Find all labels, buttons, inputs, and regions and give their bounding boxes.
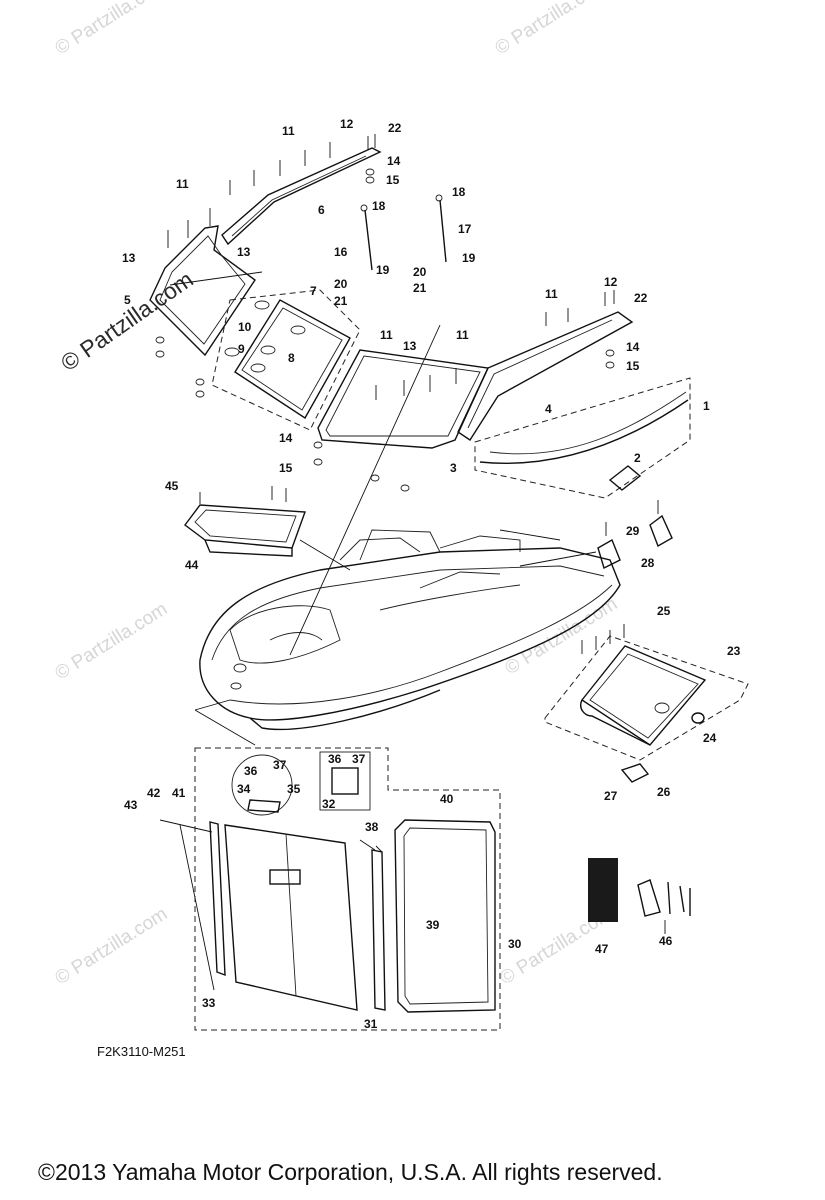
callout-28: 28: [641, 556, 655, 570]
callout-24: 24: [703, 731, 717, 745]
callout-numbers: 1 2 3 4 5 6 7 8 9 10 11 11 11 11 11 12 1…: [122, 117, 741, 1031]
callout-42: 42: [147, 786, 161, 800]
copyright-notice: ©2013 Yamaha Motor Corporation, U.S.A. A…: [38, 1159, 663, 1185]
watermark-text: © Partzilla.com: [52, 904, 172, 990]
callout-2: 2: [634, 451, 641, 465]
callout-20: 20: [334, 277, 348, 291]
callout-11: 11: [282, 124, 295, 138]
callout-11: 11: [380, 328, 393, 342]
callout-44: 44: [185, 558, 199, 572]
part-3-front-frame: [317, 349, 490, 449]
fasteners: [155, 134, 615, 492]
callout-33: 33: [202, 996, 216, 1010]
callout-17: 17: [458, 222, 472, 236]
part-44-storage-box: [184, 486, 306, 557]
watermark-text: © Partzilla.com: [52, 599, 172, 685]
callout-41: 41: [172, 786, 186, 800]
callout-34: 34: [237, 782, 251, 796]
callout-38: 38: [365, 820, 379, 834]
callout-3: 3: [450, 461, 457, 475]
callout-5: 5: [124, 293, 131, 307]
callout-14: 14: [279, 431, 293, 445]
part-1-trim: [474, 377, 691, 499]
callout-14: 14: [387, 154, 401, 168]
callout-11: 11: [545, 287, 558, 301]
diagram-code: F2K3110-M251: [97, 1044, 186, 1059]
callout-11: 11: [456, 328, 469, 342]
boat-hull: [199, 529, 621, 731]
callout-43: 43: [124, 798, 138, 812]
callout-29: 29: [626, 524, 640, 538]
part-5-left-frame: [149, 225, 256, 357]
callout-19: 19: [376, 263, 390, 277]
callout-22: 22: [388, 121, 402, 135]
part-6-upper-frame: [221, 147, 382, 246]
callout-37: 37: [273, 758, 287, 772]
callout-18: 18: [452, 185, 466, 199]
part-28-bracket: [597, 500, 673, 569]
part-23-seat-cushion: [544, 624, 749, 783]
callout-47: 47: [595, 942, 609, 956]
callout-4: 4: [545, 402, 552, 416]
callout-12: 12: [340, 117, 354, 131]
leader-lines: [169, 271, 597, 746]
part-4-right-frame: [457, 311, 634, 441]
callout-23: 23: [727, 644, 741, 658]
callout-10: 10: [238, 320, 252, 334]
callout-37: 37: [352, 752, 366, 766]
callout-18: 18: [372, 199, 386, 213]
callout-16: 16: [334, 245, 348, 259]
callout-39: 39: [426, 918, 440, 932]
watermark-text: © Partzilla.com: [502, 594, 622, 680]
callout-36: 36: [244, 764, 258, 778]
callout-1: 1: [703, 399, 710, 413]
callout-45: 45: [165, 479, 179, 493]
callout-12: 12: [604, 275, 618, 289]
callout-21: 21: [413, 281, 427, 295]
callout-13: 13: [237, 245, 251, 259]
callout-9: 9: [238, 342, 245, 356]
callout-6: 6: [318, 203, 325, 217]
callout-15: 15: [279, 461, 293, 475]
callout-8: 8: [288, 351, 295, 365]
callout-27: 27: [604, 789, 618, 803]
callout-7: 7: [310, 284, 317, 298]
callout-20: 20: [413, 265, 427, 279]
watermark-text: © Partzilla.com: [52, 0, 172, 59]
callout-30: 30: [508, 937, 522, 951]
callout-25: 25: [657, 604, 671, 618]
part-7-window-panel: [211, 289, 361, 431]
callout-21: 21: [334, 294, 348, 308]
callout-13: 13: [122, 251, 136, 265]
part-30-seat-assembly: [159, 747, 501, 1031]
callout-22: 22: [634, 291, 648, 305]
callout-15: 15: [626, 359, 640, 373]
callout-35: 35: [287, 782, 301, 796]
part-16-strut: [360, 204, 373, 271]
callout-19: 19: [462, 251, 476, 265]
callout-40: 40: [440, 792, 454, 806]
callout-31: 31: [364, 1017, 378, 1031]
watermarks: © Partzilla.com © Partzilla.com © Partzi…: [52, 0, 622, 989]
watermark-text-dark: © Partzilla.com: [56, 266, 198, 376]
part-46-tool-kit: [637, 879, 691, 934]
callout-46: 46: [659, 934, 673, 948]
callout-32: 32: [322, 797, 336, 811]
callout-26: 26: [657, 785, 671, 799]
callout-13: 13: [403, 339, 417, 353]
callout-14: 14: [626, 340, 640, 354]
callout-11: 11: [176, 177, 189, 191]
part-17-strut: [435, 194, 447, 263]
callout-15: 15: [386, 173, 400, 187]
part-47-manual: [588, 858, 618, 922]
watermark-text: © Partzilla.com: [492, 0, 612, 59]
callout-36: 36: [328, 752, 342, 766]
